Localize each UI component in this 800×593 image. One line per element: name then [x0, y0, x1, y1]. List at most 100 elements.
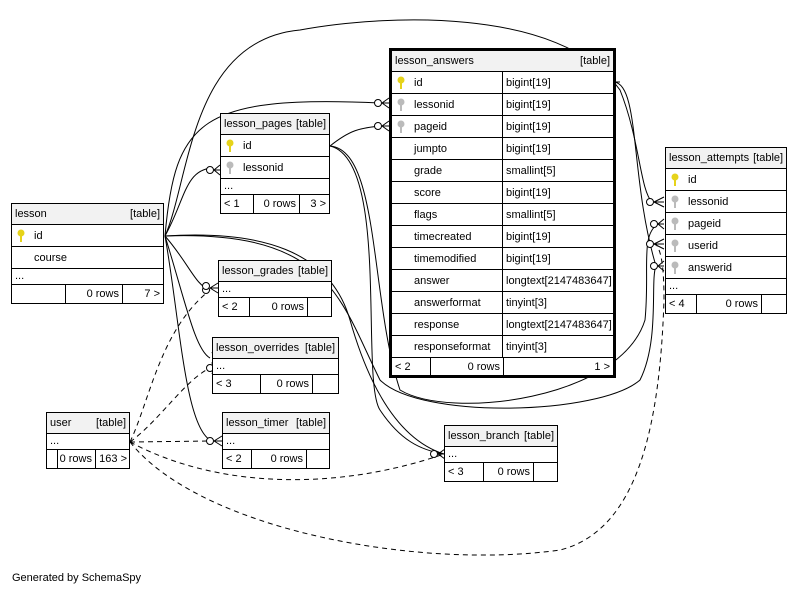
- column-type: smallint[5]: [502, 160, 613, 181]
- table-header[interactable]: user [table]: [47, 413, 129, 434]
- table-lesson-timer[interactable]: lesson_timer [table] ... < 2 0 rows: [222, 412, 330, 469]
- column-type: tinyint[3]: [502, 292, 613, 313]
- column-row[interactable]: course: [12, 247, 163, 269]
- table-type-tag: [table]: [96, 417, 126, 429]
- foreign-key-icon: [670, 217, 680, 231]
- row-count: 0 rows: [260, 375, 312, 393]
- column-name: id: [414, 76, 423, 89]
- primary-key-icon: [225, 139, 235, 153]
- table-header[interactable]: lesson_branch [table]: [445, 426, 557, 447]
- parents-link[interactable]: < 3: [448, 466, 464, 478]
- link-user-grades: [129, 289, 211, 443]
- table-type-tag: [table]: [298, 265, 328, 277]
- children-link[interactable]: 163 >: [95, 450, 129, 468]
- column-row[interactable]: lessonid: [666, 191, 786, 213]
- table-lesson-attempts[interactable]: lesson_attempts [table] id lessonid pageid…: [665, 147, 787, 314]
- table-footer: < 4 0 rows: [666, 295, 786, 313]
- column-row[interactable]: answerformat tinyint[3]: [392, 292, 613, 314]
- children-link[interactable]: 7 >: [122, 285, 163, 303]
- table-footer: < 2 0 rows 1 >: [392, 358, 613, 375]
- column-name: answerformat: [414, 296, 481, 309]
- parents-link[interactable]: < 1: [224, 198, 240, 210]
- table-lesson-overrides[interactable]: lesson_overrides [table] ... < 3 0 rows: [212, 337, 339, 394]
- column-name: timecreated: [414, 230, 472, 243]
- table-type-tag: [table]: [753, 152, 784, 164]
- link-user-timer: [129, 440, 213, 443]
- column-name: lessonid: [688, 195, 729, 208]
- table-lesson[interactable]: lesson [table] id course ... 0 rows 7 >: [11, 203, 164, 304]
- column-row[interactable]: lessonid: [221, 157, 329, 179]
- table-ellipsis: ...: [12, 269, 163, 285]
- table-header[interactable]: lesson_overrides [table]: [213, 338, 338, 359]
- foreign-key-icon: [670, 261, 680, 275]
- link-lesson-timer: [164, 235, 213, 442]
- column-row[interactable]: response longtext[2147483647]: [392, 314, 613, 336]
- table-header[interactable]: lesson [table]: [12, 204, 163, 225]
- table-type-tag: [table]: [305, 342, 335, 354]
- table-type-tag: [table]: [130, 208, 160, 220]
- table-header[interactable]: lesson_timer [table]: [223, 413, 329, 434]
- parents-link[interactable]: < 3: [216, 378, 232, 390]
- generator-credit: Generated by SchemaSpy: [12, 572, 142, 584]
- row-count: 0 rows: [65, 285, 122, 303]
- row-count: 0 rows: [696, 295, 761, 313]
- column-name: responseformat: [414, 340, 491, 353]
- column-type: tinyint[3]: [502, 336, 613, 357]
- column-row[interactable]: id: [12, 225, 163, 247]
- link-pages-answers: [329, 125, 381, 147]
- column-row[interactable]: responseformat tinyint[3]: [392, 336, 613, 358]
- primary-key-icon: [670, 173, 680, 187]
- table-header[interactable]: lesson_grades [table]: [219, 261, 331, 282]
- column-type: bigint[19]: [502, 138, 613, 159]
- table-name: lesson_grades: [222, 265, 294, 277]
- table-header[interactable]: lesson_answers [table]: [392, 51, 613, 72]
- table-header[interactable]: lesson_pages [table]: [221, 114, 329, 135]
- children-link[interactable]: 3 >: [299, 195, 329, 213]
- column-row[interactable]: answerid: [666, 257, 786, 279]
- column-name: userid: [688, 239, 718, 252]
- column-type: longtext[2147483647]: [502, 314, 613, 335]
- link-lesson-overrides: [164, 235, 211, 359]
- parents-link[interactable]: < 2: [395, 360, 411, 373]
- column-name: id: [688, 173, 697, 186]
- table-ellipsis: ...: [221, 179, 329, 195]
- table-lesson-pages[interactable]: lesson_pages [table] id lessonid ... < 1…: [220, 113, 330, 214]
- table-footer: < 2 0 rows: [219, 298, 331, 316]
- row-count: 0 rows: [430, 358, 503, 375]
- table-name: lesson: [15, 208, 47, 220]
- parents-link[interactable]: < 4: [669, 298, 685, 310]
- foreign-key-icon: [396, 120, 406, 134]
- parents-link[interactable]: < 2: [226, 453, 242, 465]
- link-user-overrides: [129, 367, 211, 443]
- parents-link[interactable]: < 2: [222, 301, 238, 313]
- table-user[interactable]: user [table] ... 0 rows 163 >: [46, 412, 130, 469]
- column-row[interactable]: id: [666, 169, 786, 191]
- table-ellipsis: ...: [445, 447, 557, 463]
- column-row[interactable]: pageid: [666, 213, 786, 235]
- column-row[interactable]: userid: [666, 235, 786, 257]
- column-name: answerid: [688, 261, 733, 274]
- column-name: timemodified: [414, 252, 477, 265]
- table-lesson-grades[interactable]: lesson_grades [table] ... < 2 0 rows: [218, 260, 332, 317]
- table-footer: < 3 0 rows: [213, 375, 338, 393]
- link-answers-attempts: [613, 81, 657, 267]
- column-name: response: [414, 318, 460, 331]
- table-lesson-branch[interactable]: lesson_branch [table] ... < 3 0 rows: [444, 425, 558, 482]
- children-link[interactable]: 1 >: [503, 358, 613, 375]
- table-header[interactable]: lesson_attempts [table]: [666, 148, 786, 169]
- primary-key-icon: [396, 76, 406, 90]
- column-name: pageid: [688, 217, 722, 230]
- row-count: 0 rows: [253, 195, 299, 213]
- column-row[interactable]: id: [221, 135, 329, 157]
